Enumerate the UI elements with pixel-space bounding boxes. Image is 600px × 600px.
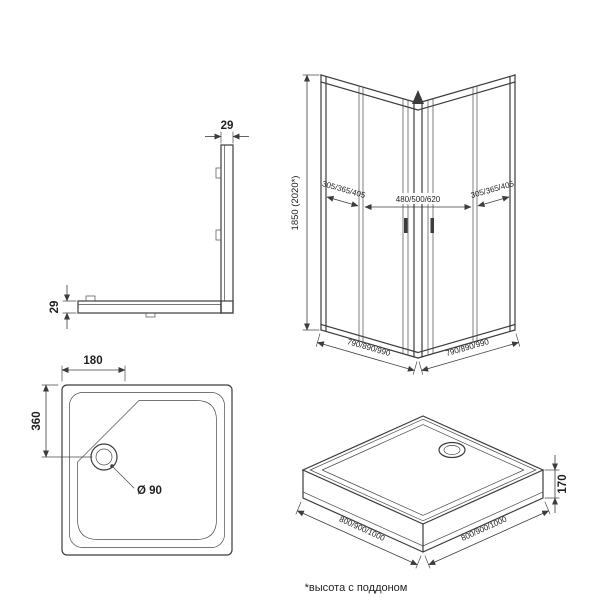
tray-plan-view: 180 360 Ø 90: [31, 355, 233, 556]
tray-rim: [69, 392, 225, 548]
tray-outer-edge: [61, 384, 233, 556]
door-opening-width-label: 480/500/620: [396, 195, 441, 204]
dim-tray-base-right: 800/900/1000: [424, 501, 551, 569]
enclosure-isometric-view: 1850 (2020*) 305/365/405 480/500/620 305…: [290, 74, 521, 375]
drain-inner-iso: [443, 445, 461, 455]
enclosure-frame: [320, 74, 516, 359]
dim-right-panel-width: 305/365/405: [470, 179, 515, 207]
dim-door-opening-width: 480/500/620: [364, 193, 472, 210]
dim-tray-height: 170: [544, 455, 569, 513]
corner-post-cap: [412, 90, 424, 104]
horizontal-profile-bar: [77, 295, 234, 318]
drain-offset-x-label: 180: [83, 355, 102, 367]
tray-sides: [302, 469, 544, 553]
drain-inner: [95, 448, 113, 466]
enclosure-base-right-label: 790/890/990: [445, 337, 491, 358]
dim-drain-offset-y: 360: [31, 384, 93, 458]
drain-diameter-label: Ø 90: [137, 485, 162, 497]
profile-width-side-label: 29: [49, 301, 61, 314]
enclosure-height-label: 1850 (2020*): [290, 176, 301, 231]
corner-profile-view: 29 29: [49, 120, 249, 329]
dim-profile-width-side: 29: [49, 285, 77, 329]
tray-height-label: 170: [557, 474, 569, 493]
dim-enclosure-height: 1850 (2020*): [290, 74, 320, 331]
dim-tray-base-left: 800/900/1000: [295, 501, 422, 569]
dim-profile-width-top: 29: [205, 120, 249, 144]
tray-basin: [77, 400, 217, 540]
right-door-handle: [430, 218, 434, 233]
dim-enclosure-base-right: 790/890/990: [418, 333, 521, 375]
dim-left-panel-width: 305/365/405: [321, 179, 367, 207]
tray-top-face: [301, 415, 545, 525]
vertical-profile-bar: [215, 144, 234, 314]
profile-width-top-label: 29: [221, 120, 234, 132]
left-door-handle: [404, 218, 408, 233]
footnote: *высота с поддоном: [305, 582, 408, 594]
dim-enclosure-base-left: 790/890/990: [315, 333, 418, 375]
drain-outer-iso: [438, 441, 466, 459]
tray-isometric-view: 170 800/900/1000 800/900/1000: [295, 415, 569, 569]
dim-drain-offset-x: 180: [61, 355, 126, 382]
drain-offset-y-label: 360: [31, 411, 43, 430]
enclosure-base-left-label: 790/890/990: [346, 337, 392, 358]
drain-diameter-callout: Ø 90: [110, 464, 162, 497]
